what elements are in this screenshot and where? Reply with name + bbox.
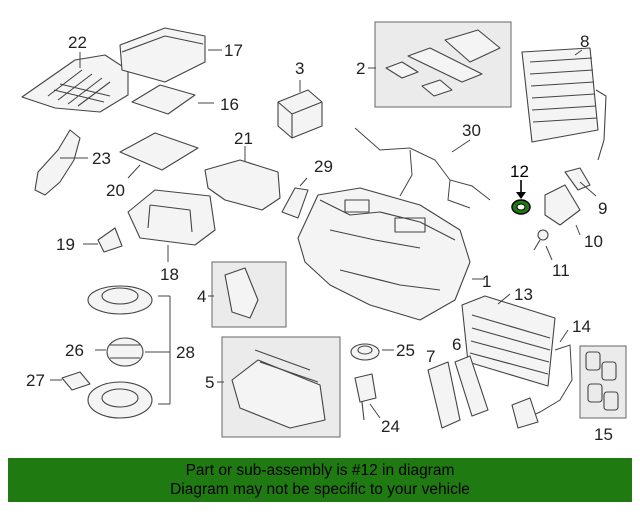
leader-lines (50, 49, 597, 419)
part-blower-upper (87, 285, 153, 315)
callout-18: 18 (160, 265, 179, 284)
callout-23: 23 (92, 149, 111, 168)
callout-30: 30 (462, 121, 481, 140)
part-18-case (127, 189, 216, 246)
callout-7: 7 (426, 347, 435, 366)
callout-6: 6 (452, 335, 461, 354)
callout-labels: 1 2 3 4 5 6 7 8 9 10 11 12 13 14 15 16 1… (26, 32, 613, 444)
part-16-filter (131, 84, 196, 115)
part-17-lid (119, 27, 206, 83)
info-banner: Part or sub-assembly is #12 in diagram D… (8, 458, 632, 502)
callout-15: 15 (594, 425, 613, 444)
part-14-fitting (511, 397, 539, 429)
part-21-housing (204, 159, 281, 211)
callout-14: 14 (572, 317, 591, 336)
callout-17: 17 (224, 41, 243, 60)
part-12-seal (511, 199, 531, 215)
part-5-flap-assembly (231, 349, 326, 429)
callout-9: 9 (598, 199, 607, 218)
part-22-grille (21, 54, 129, 113)
part-8-heater-core (521, 47, 607, 161)
callout-29: 29 (314, 157, 333, 176)
part-11-screw (533, 229, 549, 251)
part-12-arrow (516, 180, 526, 199)
callout-19: 19 (56, 235, 75, 254)
part-15-gaskets (585, 351, 619, 411)
callout-2: 2 (356, 59, 365, 78)
part-14-pipe (521, 344, 573, 421)
callout-24: 24 (381, 417, 400, 436)
callout-5: 5 (205, 373, 214, 392)
callout-22: 22 (68, 33, 87, 52)
callout-16: 16 (220, 95, 239, 114)
part-26-blower-motor (106, 337, 144, 367)
part-27-resistor (61, 371, 91, 391)
callout-20: 20 (106, 181, 125, 200)
part-3-block (277, 89, 323, 139)
callout-27: 27 (26, 371, 45, 390)
callout-12: 12 (510, 162, 529, 181)
callout-11: 11 (552, 261, 570, 280)
callout-13: 13 (514, 285, 533, 304)
part-23-bracket (34, 129, 81, 196)
callout-21: 21 (234, 129, 253, 148)
part-1-hvac-housing (297, 187, 471, 321)
part-30-wiring (354, 127, 491, 209)
part-2-filter-set (385, 29, 501, 97)
part-29-flap (281, 187, 309, 219)
part-9-bracket (564, 167, 591, 191)
part-10-valve (544, 184, 581, 226)
callout-8: 8 (580, 32, 589, 51)
part-25-cap (350, 343, 380, 361)
callout-26: 26 (65, 341, 84, 360)
part-7-actuator (427, 361, 461, 429)
part-blower-lower (87, 381, 153, 419)
part-13-evaporator (461, 295, 556, 387)
part-20-filter (119, 132, 199, 171)
group-box-15 (579, 345, 627, 419)
banner-line-2: Diagram may not be specific to your vehi… (170, 481, 470, 498)
banner-line-1: Part or sub-assembly is #12 in diagram (185, 462, 455, 479)
callout-25: 25 (396, 341, 415, 360)
part-19-clip (97, 227, 123, 253)
callout-10: 10 (584, 232, 603, 251)
callout-3: 3 (295, 59, 304, 78)
part-6-actuator (454, 355, 489, 417)
callout-1: 1 (482, 272, 491, 291)
part-4-actuator (224, 267, 259, 319)
parts-diagram: 1 2 3 4 5 6 7 8 9 10 11 12 13 14 15 16 1… (21, 21, 627, 444)
callout-28: 28 (176, 343, 195, 362)
callout-4: 4 (197, 287, 206, 306)
part-24-sensor (354, 373, 377, 421)
